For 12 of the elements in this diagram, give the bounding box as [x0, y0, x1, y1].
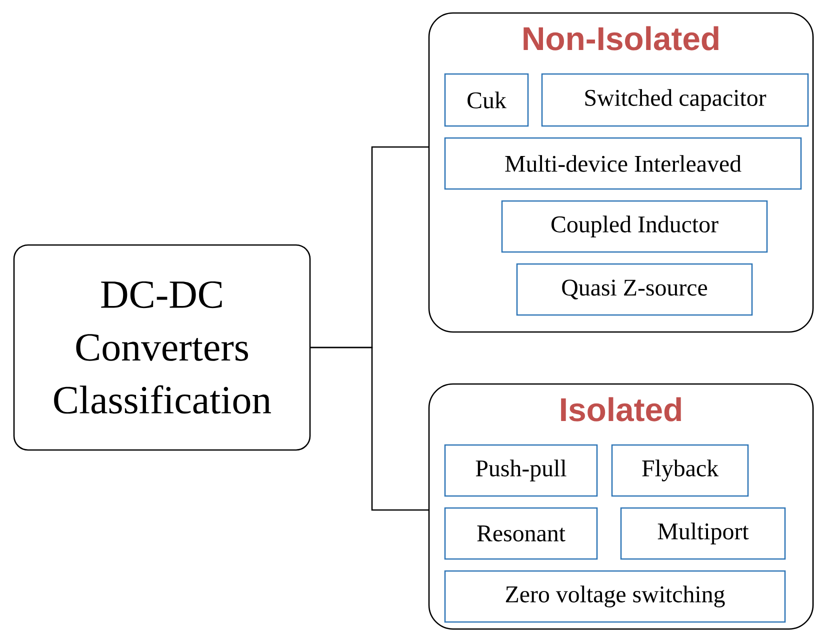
type-box: Coupled Inductor — [501, 200, 768, 253]
connector-line — [310, 346, 429, 511]
type-box: Cuk — [444, 73, 529, 127]
type-box: Quasi Z-source — [516, 263, 753, 316]
type-box: Switched capacitor — [541, 73, 809, 127]
root-box: DC-DC Converters Classification — [13, 244, 311, 451]
type-box: Multi-device Interleaved — [444, 137, 802, 190]
type-box: Multiport — [620, 507, 786, 560]
type-box: Flyback — [611, 444, 749, 497]
type-box: Resonant — [444, 507, 598, 560]
type-box: Zero voltage switching — [444, 570, 786, 623]
type-box: Push-pull — [444, 444, 598, 497]
